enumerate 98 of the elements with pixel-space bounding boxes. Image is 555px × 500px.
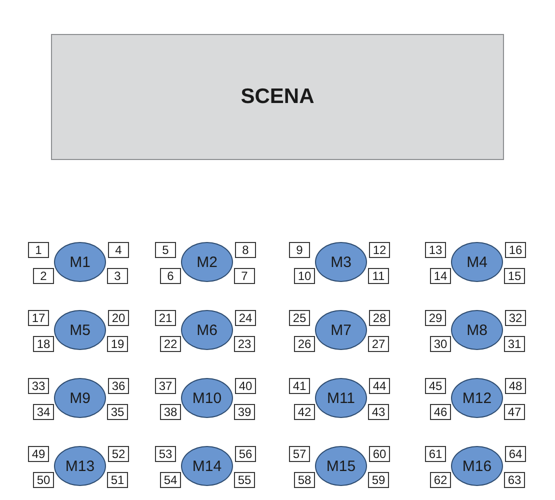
seat-number: 13 <box>425 242 446 258</box>
seat-number: 19 <box>107 336 128 352</box>
seat-number: 2 <box>33 268 54 284</box>
seat-number: 62 <box>430 472 451 488</box>
table-ellipse <box>54 378 106 418</box>
seat-number: 9 <box>289 242 310 258</box>
table-ellipse <box>181 446 233 486</box>
seat-number: 21 <box>155 310 176 326</box>
table-ellipse <box>181 242 233 282</box>
seat-number: 49 <box>28 446 49 462</box>
seat-number: 22 <box>160 336 181 352</box>
table-label: M3 <box>330 254 352 270</box>
table-ellipse <box>451 378 503 418</box>
seat-number: 35 <box>107 404 128 420</box>
table-ellipse <box>315 378 367 418</box>
seat-number: 58 <box>294 472 315 488</box>
seat-number: 60 <box>369 446 390 462</box>
table-ellipse <box>315 310 367 350</box>
seat-number: 56 <box>235 446 256 462</box>
table-ellipse <box>181 310 233 350</box>
seat-number: 61 <box>425 446 446 462</box>
seat-number: 16 <box>505 242 526 258</box>
seat-number: 7 <box>234 268 255 284</box>
table-label: M12 <box>462 390 492 406</box>
seat-number: 18 <box>33 336 54 352</box>
seat-number: 8 <box>235 242 256 258</box>
stage-area <box>51 34 504 160</box>
seat-number: 51 <box>107 472 128 488</box>
table-ellipse <box>315 242 367 282</box>
seat-number: 14 <box>430 268 451 284</box>
seat-number: 32 <box>505 310 526 326</box>
table-label: M9 <box>70 390 90 406</box>
seat-number: 50 <box>33 472 54 488</box>
seat-number: 36 <box>108 378 129 394</box>
table-label: M16 <box>462 458 492 474</box>
seat-number: 63 <box>504 472 525 488</box>
seat-number: 1 <box>28 242 49 258</box>
seat-number: 55 <box>234 472 255 488</box>
seat-number: 37 <box>155 378 176 394</box>
seat-number: 41 <box>289 378 310 394</box>
table-label: M8 <box>466 322 488 338</box>
seat-number: 11 <box>368 268 389 284</box>
seat-number: 45 <box>425 378 446 394</box>
seat-number: 15 <box>504 268 525 284</box>
seat-number: 4 <box>108 242 129 258</box>
table-label: M5 <box>70 322 90 338</box>
seat-number: 3 <box>107 268 128 284</box>
seat-number: 44 <box>369 378 390 394</box>
table-label: M14 <box>192 458 222 474</box>
seat-number: 42 <box>294 404 315 420</box>
seat-number: 12 <box>369 242 390 258</box>
table-label: M15 <box>326 458 356 474</box>
table-ellipse <box>181 378 233 418</box>
seat-number: 29 <box>425 310 446 326</box>
seat-number: 54 <box>160 472 181 488</box>
table-label: M11 <box>326 390 356 406</box>
table-ellipse <box>451 446 503 486</box>
seat-number: 39 <box>234 404 255 420</box>
table-label: M10 <box>192 390 222 406</box>
table-label: M4 <box>466 254 488 270</box>
seat-number: 33 <box>28 378 49 394</box>
seat-number: 38 <box>160 404 181 420</box>
seat-number: 17 <box>28 310 49 326</box>
seat-number: 20 <box>108 310 129 326</box>
seat-number: 52 <box>108 446 129 462</box>
seat-number: 64 <box>505 446 526 462</box>
seat-number: 6 <box>160 268 181 284</box>
table-ellipse <box>315 446 367 486</box>
table-ellipse <box>54 446 106 486</box>
table-label: M13 <box>65 458 95 474</box>
table-label: M2 <box>196 254 218 270</box>
seat-number: 31 <box>504 336 525 352</box>
seat-number: 34 <box>33 404 54 420</box>
table-label: M6 <box>196 322 218 338</box>
table-ellipse <box>451 242 503 282</box>
seat-number: 26 <box>294 336 315 352</box>
table-ellipse <box>54 242 106 282</box>
seat-number: 59 <box>368 472 389 488</box>
table-ellipse <box>54 310 106 350</box>
seat-number: 46 <box>430 404 451 420</box>
seat-number: 43 <box>368 404 389 420</box>
seat-number: 24 <box>235 310 256 326</box>
seat-number: 5 <box>155 242 176 258</box>
table-ellipse <box>451 310 503 350</box>
seat-number: 47 <box>504 404 525 420</box>
stage-label: SCENA <box>240 85 314 109</box>
seat-number: 53 <box>155 446 176 462</box>
seat-number: 57 <box>289 446 310 462</box>
seat-number: 40 <box>235 378 256 394</box>
seat-number: 48 <box>505 378 526 394</box>
seat-number: 10 <box>294 268 315 284</box>
seat-number: 23 <box>234 336 255 352</box>
seat-number: 30 <box>430 336 451 352</box>
table-label: M7 <box>330 322 352 338</box>
seat-number: 25 <box>289 310 310 326</box>
seat-number: 28 <box>369 310 390 326</box>
seat-number: 27 <box>368 336 389 352</box>
table-label: M1 <box>70 254 90 270</box>
